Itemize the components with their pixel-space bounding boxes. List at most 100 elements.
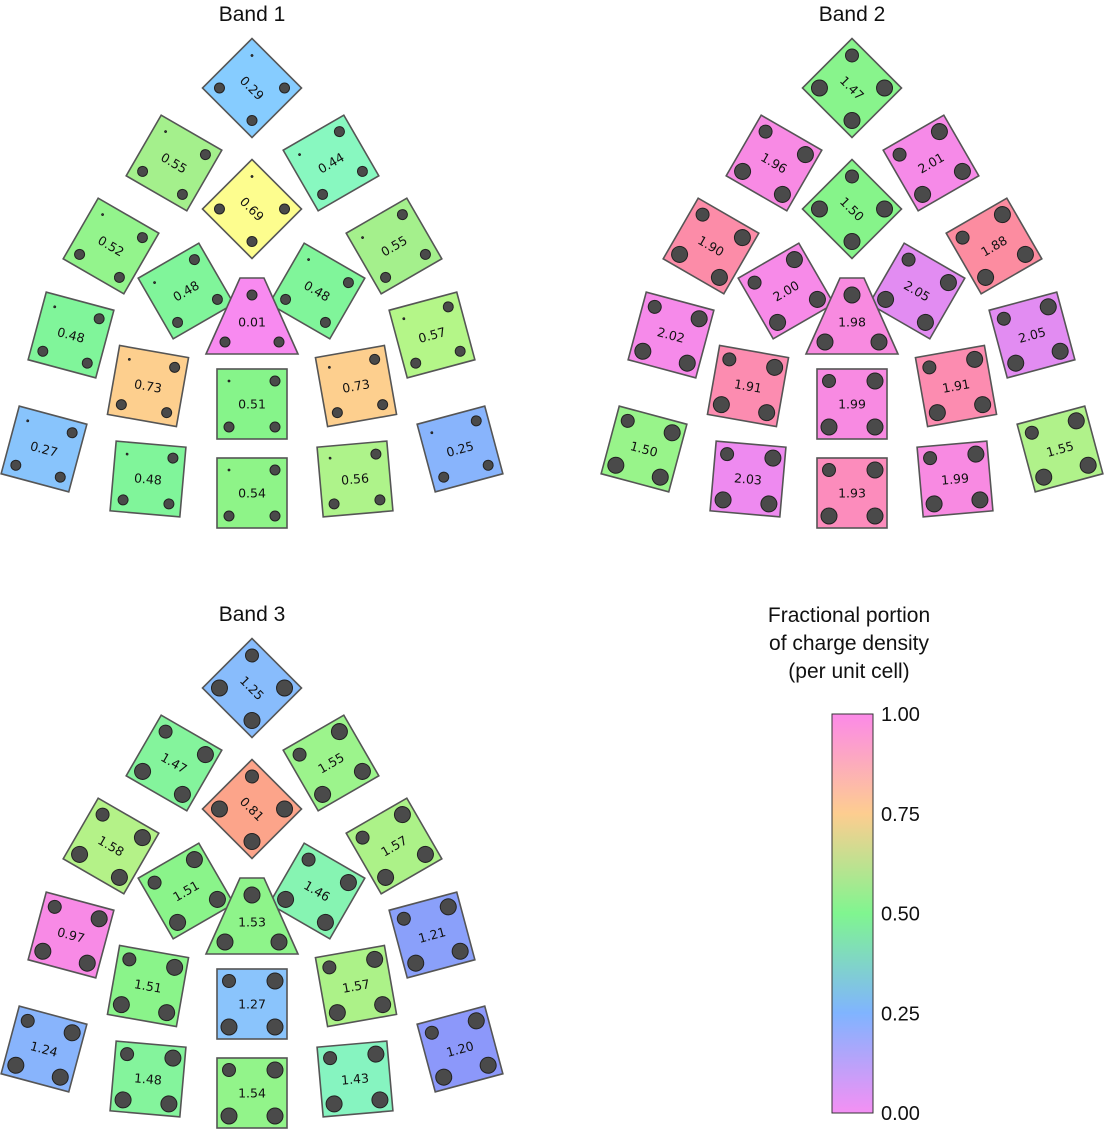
- legend-tick-label: 0.00: [881, 1103, 920, 1125]
- atom-dot: [816, 333, 834, 351]
- tile-value: 2.03: [733, 470, 762, 487]
- atom-dot: [877, 290, 895, 308]
- atom-dot: [53, 305, 57, 309]
- tile-shape: [62, 197, 160, 295]
- atom-dot: [1079, 456, 1097, 474]
- atom-dot: [1024, 425, 1039, 440]
- atom-dot: [974, 396, 992, 414]
- tile: 1.54: [216, 1057, 288, 1129]
- atom-dot: [219, 336, 231, 348]
- atom-dot: [78, 954, 96, 972]
- tile: 1.99: [916, 440, 994, 518]
- tile: 0.73: [106, 344, 190, 428]
- atom-dot: [374, 996, 392, 1014]
- atom-dot: [66, 427, 78, 439]
- legend-title-line-3: (per unit cell): [788, 660, 909, 683]
- tile-shape: [416, 405, 504, 493]
- atom-dot: [845, 48, 859, 63]
- tile: 0.52: [62, 197, 160, 295]
- atom-dot: [93, 313, 105, 325]
- tile-value: 0.54: [238, 486, 266, 501]
- atom-dot: [101, 213, 104, 216]
- atom-dot: [416, 845, 434, 863]
- atom-dot: [955, 230, 970, 245]
- atom-dot: [922, 360, 937, 375]
- tile: 1.55: [282, 714, 380, 812]
- tile-value: 0.48: [56, 324, 87, 346]
- tile: 1.98: [804, 277, 900, 355]
- atom-dot: [185, 851, 203, 869]
- atom-dot: [374, 494, 386, 506]
- legend-tick-label: 0.75: [881, 804, 920, 826]
- tile-shape: [388, 291, 476, 379]
- atom-dot: [269, 375, 281, 387]
- tile: 0.57: [388, 291, 476, 379]
- atom-dot: [331, 407, 343, 419]
- tile: 1.55: [1016, 405, 1104, 493]
- atom-dot: [361, 236, 364, 239]
- atom-dot: [273, 336, 285, 348]
- atom-dot: [402, 317, 406, 321]
- atom-dot: [796, 146, 814, 164]
- tile-shape: [801, 37, 903, 139]
- atom-dot: [172, 316, 184, 328]
- atom-dot: [454, 345, 466, 357]
- tile: 0.54: [216, 457, 288, 529]
- atom-dot: [307, 258, 310, 261]
- atom-dot: [843, 286, 861, 304]
- tile: 0.27: [0, 405, 88, 493]
- tile: 0.73: [314, 344, 398, 428]
- atom-dot: [112, 996, 130, 1014]
- panel-title: Band 1: [219, 3, 286, 26]
- atom-dot: [845, 169, 859, 184]
- tile-shape: [268, 842, 366, 940]
- atom-dot: [276, 800, 294, 818]
- tile-value: 1.91: [733, 376, 763, 396]
- atom-dot: [1007, 354, 1025, 372]
- tile-shape: [737, 242, 835, 340]
- tile: 1.88: [945, 197, 1043, 295]
- colorbar: [831, 713, 874, 1114]
- atom-dot: [245, 769, 259, 784]
- atom-dot: [220, 1107, 238, 1125]
- atom-dot: [20, 1013, 35, 1028]
- tile-shape: [801, 158, 903, 260]
- tile: 1.51: [106, 944, 190, 1028]
- atom-dot: [442, 301, 454, 313]
- atom-dot: [280, 293, 292, 305]
- atom-dot: [396, 911, 411, 926]
- tile: 0.97: [27, 891, 115, 979]
- atom-dot: [266, 1107, 284, 1125]
- atom-dot: [620, 413, 635, 428]
- atom-dot: [333, 126, 345, 138]
- tile: 1.51: [137, 842, 235, 940]
- tile: 1.57: [314, 944, 398, 1028]
- tile-value: 1.50: [629, 438, 660, 460]
- atom-dot: [166, 958, 184, 976]
- tile: 2.05: [868, 242, 966, 340]
- atom-dot: [866, 507, 884, 525]
- atom-dot: [366, 950, 384, 968]
- atom-dot: [876, 79, 894, 97]
- atom-dot: [120, 1047, 135, 1062]
- tile-shape: [201, 637, 303, 739]
- atom-dot: [353, 762, 371, 780]
- tile-shape: [662, 197, 760, 295]
- tile-shape: [314, 344, 398, 428]
- atom-dot: [127, 357, 131, 361]
- tile: 0.48: [268, 242, 366, 340]
- atom-dot: [470, 415, 482, 427]
- atom-dot: [1067, 412, 1085, 430]
- atom-dot: [369, 353, 381, 365]
- tile-value: 1.55: [1045, 438, 1076, 460]
- atom-dot: [74, 248, 86, 260]
- panel-title: Band 2: [819, 3, 886, 26]
- atom-dot: [81, 357, 93, 369]
- tile: 1.96: [725, 114, 823, 212]
- atom-dot: [710, 268, 728, 286]
- atom-dot: [439, 898, 457, 916]
- tile-shape: [345, 797, 443, 895]
- atom-dot: [316, 913, 334, 931]
- atom-dot: [953, 162, 971, 180]
